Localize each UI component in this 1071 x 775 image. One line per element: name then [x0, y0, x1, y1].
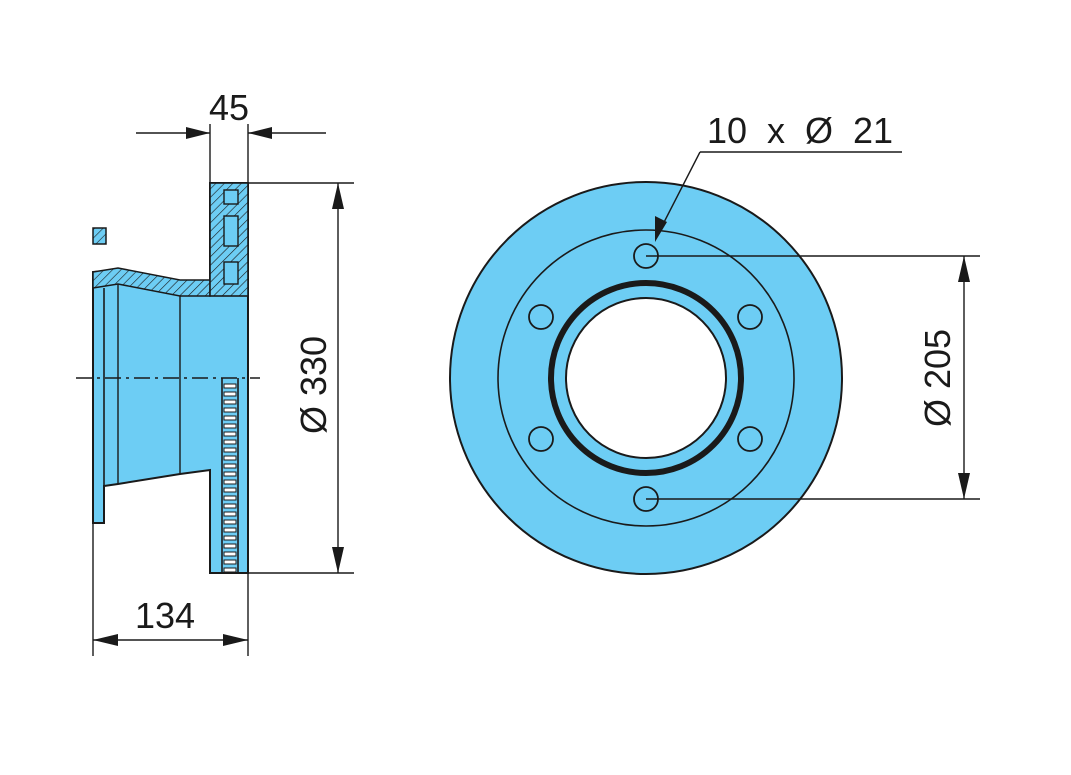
disc-lower-vents: [223, 383, 237, 573]
vent-mark: [223, 399, 237, 405]
vent-mark: [223, 423, 237, 429]
bolt-hole: [528, 426, 554, 452]
vent-mark: [223, 407, 237, 413]
vent-mark: [223, 519, 237, 525]
vent-mark: [223, 495, 237, 501]
vent-mark: [223, 567, 237, 573]
front-view: 10 x Ø 21 Ø 205: [449, 110, 980, 575]
vent-mark: [223, 551, 237, 557]
center-bore: [565, 297, 727, 459]
diameter-dimension: Ø 330: [248, 182, 354, 574]
pcd-label: Ø 205: [917, 329, 958, 427]
vent-mark: [223, 455, 237, 461]
holes-label: 10 x Ø 21: [707, 110, 893, 151]
friction-ring-circle: [497, 229, 795, 527]
vent-mark: [223, 487, 237, 493]
vent-mark: [223, 543, 237, 549]
width-label: 45: [209, 87, 249, 128]
vent-slot-1: [223, 189, 239, 205]
width-dimension: 45: [136, 87, 326, 183]
bolt-hole: [737, 426, 763, 452]
diameter-label: Ø 330: [293, 336, 334, 434]
vent-mark: [223, 431, 237, 437]
vent-mark: [223, 415, 237, 421]
pcd-dimension: Ø 205: [646, 255, 980, 500]
vent-mark: [223, 559, 237, 565]
bolt-hole: [528, 304, 554, 330]
vent-mark: [223, 479, 237, 485]
vent-mark: [223, 503, 237, 509]
side-view: 45 Ø 330 134: [76, 87, 354, 656]
vent-mark: [223, 447, 237, 453]
bolt-hole: [737, 304, 763, 330]
vent-mark: [223, 391, 237, 397]
vent-slot-2: [223, 215, 239, 247]
vent-mark: [223, 511, 237, 517]
flange-section: [92, 227, 107, 245]
vent-mark: [223, 383, 237, 389]
vent-slot-3: [223, 261, 239, 285]
holes-leader: 10 x Ø 21: [655, 110, 902, 242]
offset-label: 134: [135, 595, 195, 636]
vent-mark: [223, 535, 237, 541]
vent-mark: [223, 439, 237, 445]
hub-step-circle: [548, 280, 744, 476]
vent-mark: [223, 471, 237, 477]
vent-mark: [223, 463, 237, 469]
offset-dimension: 134: [92, 523, 249, 656]
vent-mark: [223, 527, 237, 533]
